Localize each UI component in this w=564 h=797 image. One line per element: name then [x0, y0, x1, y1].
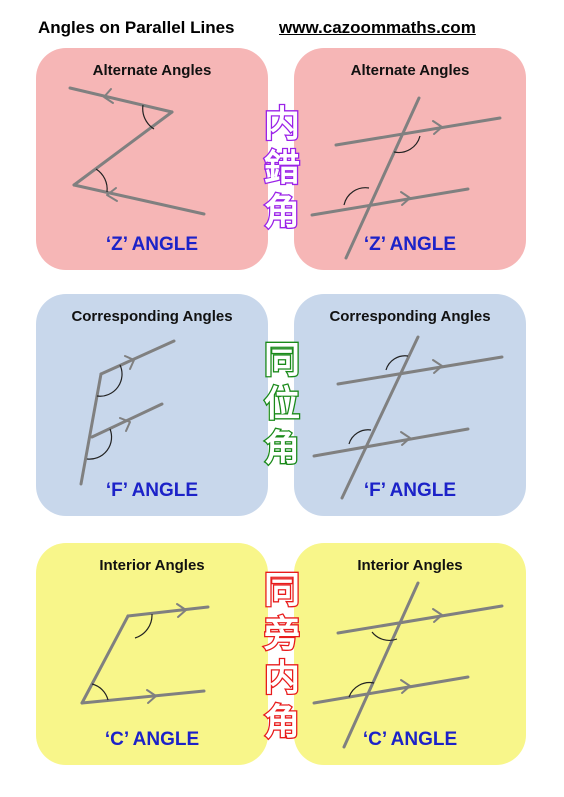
interior-angles-card-left: Interior Angles ‘C’ ANGLE [36, 543, 268, 765]
cjk-char: 同 [264, 340, 300, 381]
c-angle-diagram [80, 603, 210, 705]
chinese-label-corresponding: 同 位 角 [259, 336, 305, 476]
cjk-char: 角 [264, 702, 300, 743]
card-title: Alternate Angles [92, 62, 212, 79]
chinese-label-interior: 同 旁 内 角 [259, 566, 305, 750]
corresponding-angles-card-right: Corresponding Angles ‘F’ ANGLE [294, 294, 526, 516]
cjk-char: 角 [264, 192, 300, 233]
page-title: Angles on Parallel Lines [38, 18, 235, 37]
card-label: ‘C’ ANGLE [104, 729, 200, 750]
cjk-char: 旁 [263, 614, 300, 655]
card-title: Corresponding Angles [71, 308, 233, 325]
chinese-label-alternate: 内 錯 角 [259, 100, 305, 240]
website-link[interactable]: www.cazoommaths.com [279, 18, 476, 37]
z-angle-diagram [68, 86, 206, 216]
z-angle-transversal-diagram [310, 96, 502, 260]
f-angle-transversal-diagram [312, 335, 504, 500]
cjk-char: 内 [264, 104, 300, 145]
cjk-char: 内 [264, 658, 300, 699]
card-label: ‘F’ ANGLE [105, 480, 199, 501]
cjk-char: 錯 [264, 147, 300, 189]
card-title: Interior Angles [99, 557, 205, 574]
corresponding-angles-card-left: Corresponding Angles ‘F’ ANGLE [36, 294, 268, 516]
cjk-char: 角 [264, 428, 300, 469]
card-label: ‘F’ ANGLE [363, 480, 457, 501]
alternate-angles-card-left: Alternate Angles ‘Z’ ANGLE [36, 48, 268, 270]
card-label: ‘C’ ANGLE [362, 729, 458, 750]
card-title: Interior Angles [357, 557, 463, 574]
cjk-char: 位 [264, 384, 300, 425]
c-angle-transversal-diagram [312, 581, 504, 749]
card-label: ‘Z’ ANGLE [363, 234, 457, 255]
interior-angles-card-right: Interior Angles ‘C’ ANGLE [294, 543, 526, 765]
f-angle-diagram [79, 339, 176, 486]
card-label: ‘Z’ ANGLE [105, 234, 199, 255]
cjk-char: 同 [264, 570, 300, 611]
card-title: Corresponding Angles [329, 308, 491, 325]
alternate-angles-card-right: Alternate Angles ‘Z’ ANGLE [294, 48, 526, 270]
card-title: Alternate Angles [350, 62, 470, 79]
